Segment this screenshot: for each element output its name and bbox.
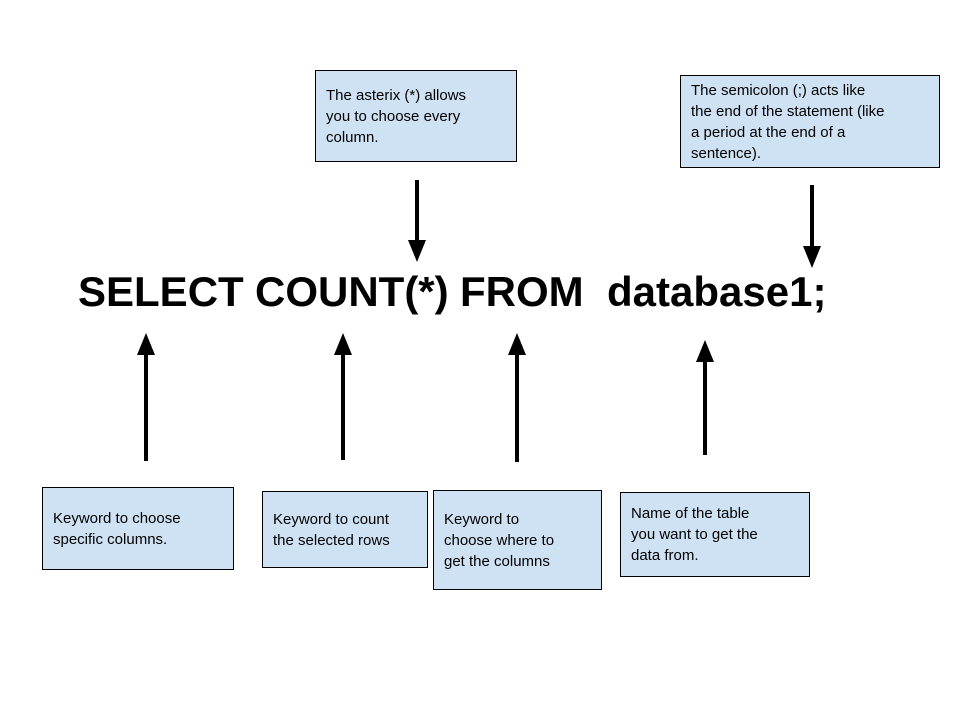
statement-token-from: FROM <box>460 268 584 315</box>
statement-token-select: SELECT <box>78 268 244 315</box>
arrow-head-icon <box>508 333 526 355</box>
arrow-down-asterisk <box>408 180 426 262</box>
arrow-shaft <box>415 180 419 242</box>
callout-from-keyword: Keyword to choose where to get the colum… <box>433 490 602 590</box>
arrow-up-count <box>334 333 352 460</box>
arrow-head-icon <box>408 240 426 262</box>
arrow-up-from <box>508 333 526 462</box>
arrow-shaft <box>341 353 345 460</box>
arrow-shaft <box>703 360 707 455</box>
arrow-up-table <box>696 340 714 455</box>
callout-select-keyword: Keyword to choose specific columns. <box>42 487 234 570</box>
callout-asterisk: The asterix (*) allows you to choose eve… <box>315 70 517 162</box>
statement-token-database: database1; <box>607 268 827 315</box>
arrow-head-icon <box>137 333 155 355</box>
arrow-head-icon <box>334 333 352 355</box>
arrow-shaft <box>810 185 814 248</box>
callout-count-keyword: Keyword to count the selected rows <box>262 491 428 568</box>
statement-token-count: COUNT(*) <box>255 268 449 315</box>
callout-semicolon: The semicolon (;) acts like the end of t… <box>680 75 940 168</box>
callout-table-name: Name of the table you want to get the da… <box>620 492 810 577</box>
arrow-head-icon <box>696 340 714 362</box>
arrow-shaft <box>144 353 148 461</box>
arrow-head-icon <box>803 246 821 268</box>
arrow-shaft <box>515 353 519 462</box>
arrow-down-semicolon <box>803 185 821 268</box>
arrow-up-select <box>137 333 155 461</box>
